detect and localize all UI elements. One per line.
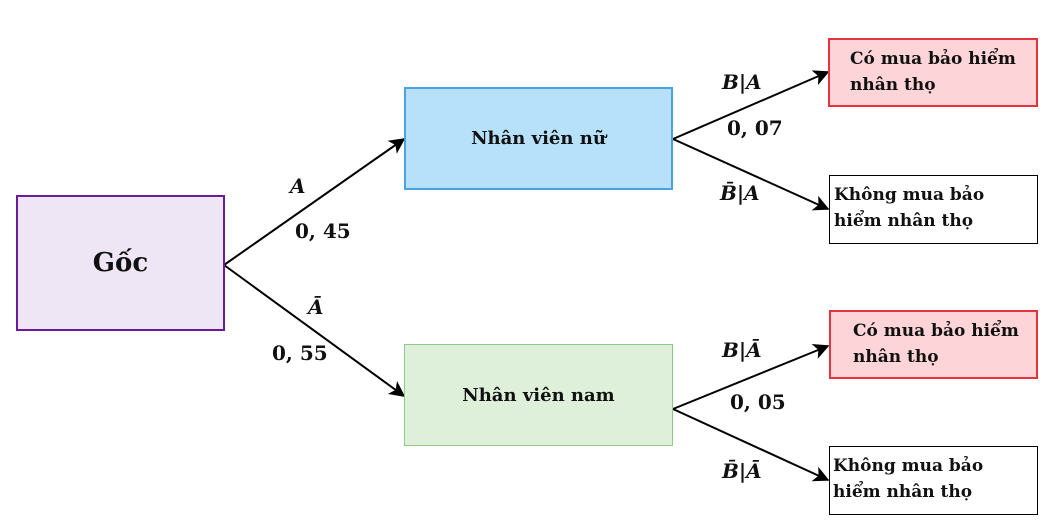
edge-female-buy — [672, 70, 830, 140]
edge-root-female-event: A — [290, 174, 306, 198]
female-employee-label: Nhân viên nữ — [471, 128, 606, 149]
edge-female-nobuy — [672, 138, 830, 211]
edge-root-male — [223, 264, 406, 397]
edge-male-buy-event: B|Ā — [722, 338, 762, 362]
edge-root-male-prob: 0, 55 — [272, 341, 328, 365]
female-no-insurance-label: Không mua bảo hiểm nhân thọ — [834, 185, 985, 232]
edge-male-buy-prob: 0, 05 — [730, 390, 786, 414]
male-no-insurance-node: Không mua bảo hiểm nhân thọ — [829, 446, 1038, 515]
female-buy-insurance-node: Có mua bảo hiểm nhân thọ — [828, 38, 1038, 107]
edge-female-buy-prob: 0, 07 — [727, 116, 783, 140]
male-buy-insurance-node: Có mua bảo hiểm nhân thọ — [829, 310, 1038, 379]
male-buy-insurance-label: Có mua bảo hiểm nhân thọ — [853, 321, 1019, 368]
female-buy-insurance-label: Có mua bảo hiểm nhân thọ — [850, 49, 1016, 96]
edge-female-buy-event: B|A — [722, 70, 762, 94]
root-node-label: Gốc — [92, 248, 149, 278]
edge-male-nobuy — [672, 408, 830, 482]
edge-root-male-event: Ā — [308, 295, 324, 319]
root-node: Gốc — [16, 195, 225, 331]
female-employee-node: Nhân viên nữ — [404, 87, 673, 190]
edge-root-female-prob: 0, 45 — [295, 219, 351, 243]
edge-root-female — [223, 138, 406, 266]
female-no-insurance-node: Không mua bảo hiểm nhân thọ — [829, 175, 1038, 244]
edge-female-nobuy-event: B̄|A — [720, 181, 760, 205]
edge-male-nobuy-event: B̄|Ā — [722, 459, 762, 483]
male-employee-node: Nhân viên nam — [404, 344, 673, 446]
edge-male-buy — [672, 344, 830, 410]
male-no-insurance-label: Không mua bảo hiểm nhân thọ — [833, 456, 984, 503]
male-employee-label: Nhân viên nam — [462, 384, 615, 406]
